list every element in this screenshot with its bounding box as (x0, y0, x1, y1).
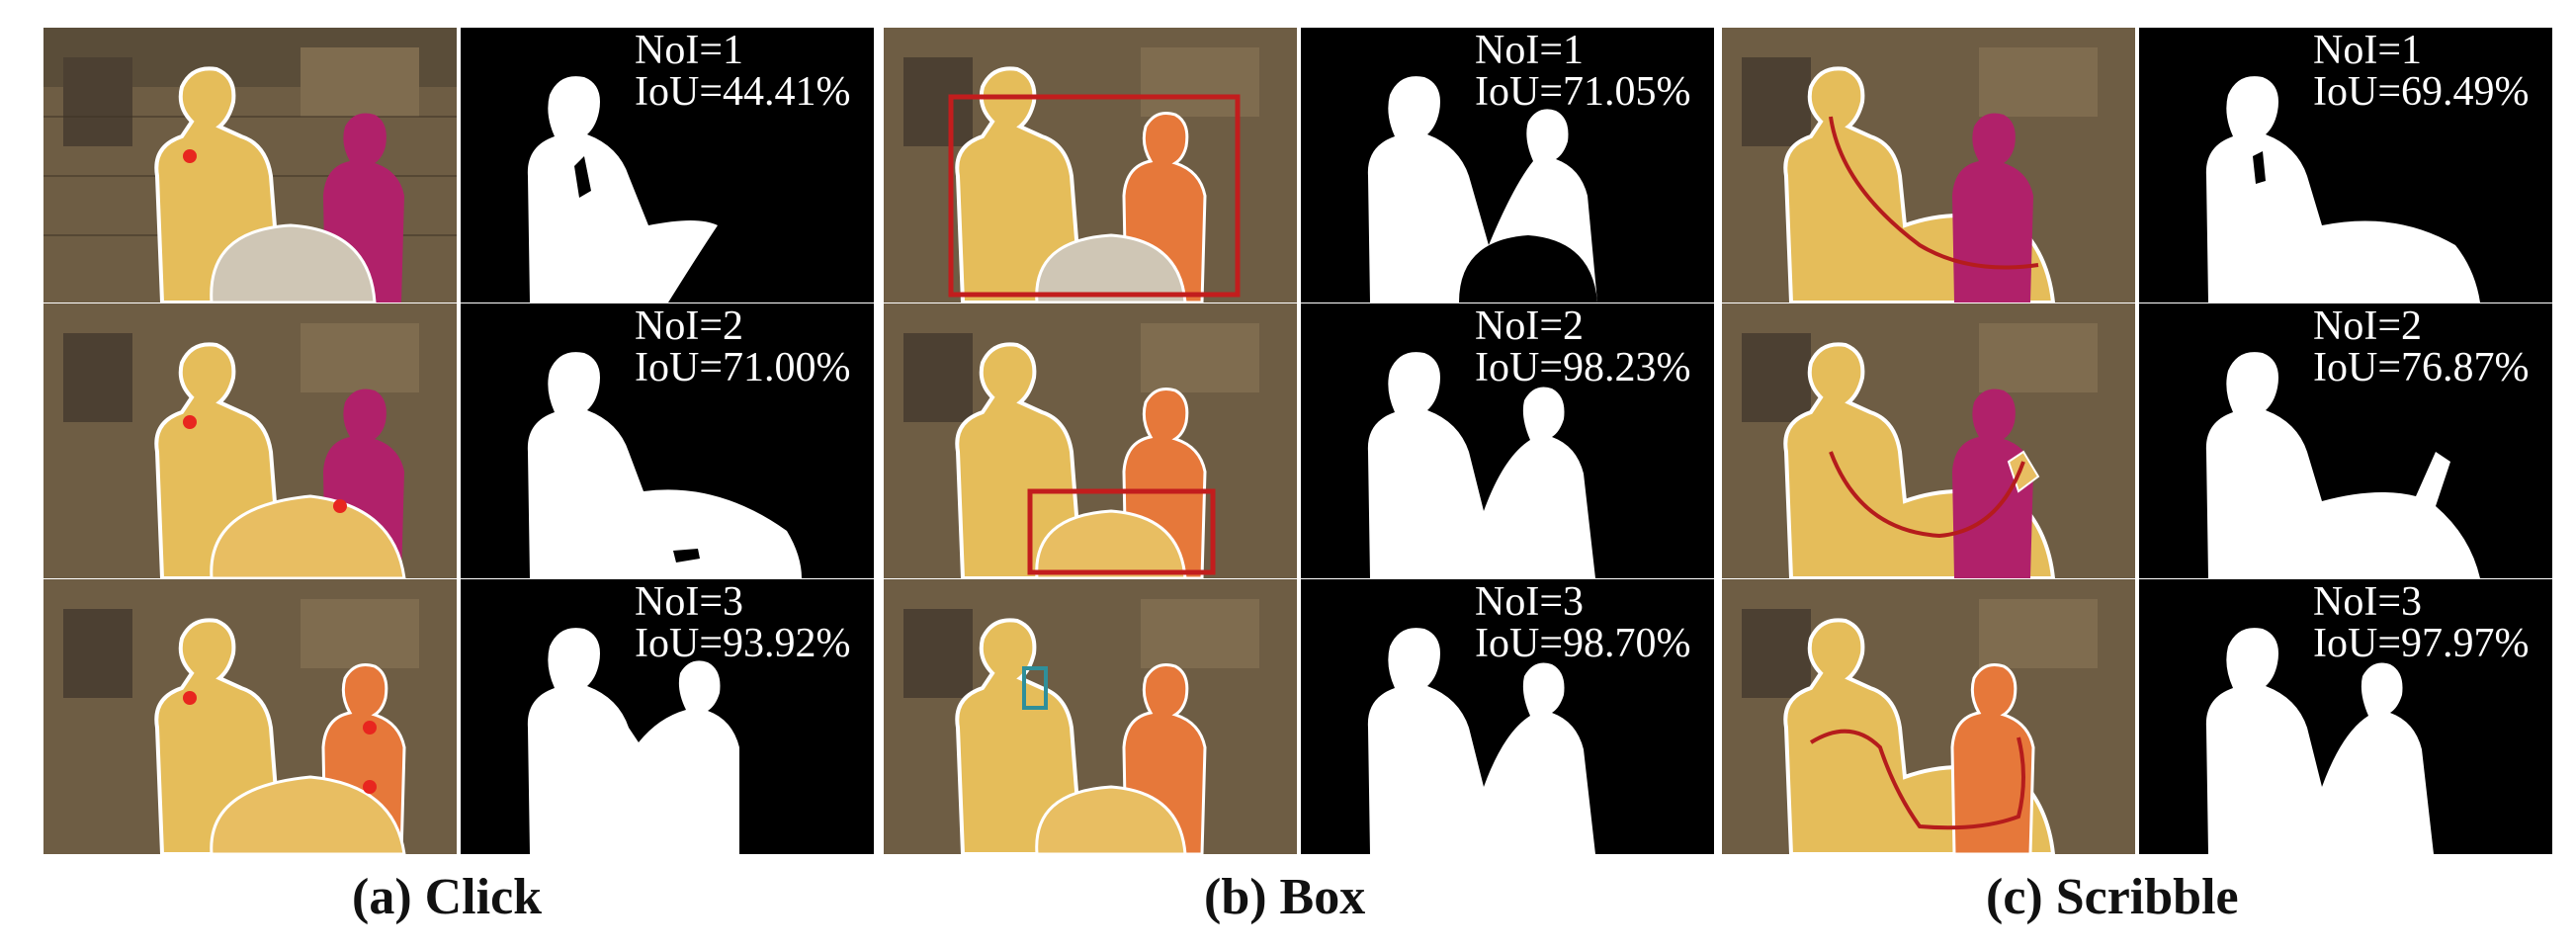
input-image (884, 28, 1297, 303)
row-noi-2: NoI=2 IoU=98.23% (884, 303, 1714, 578)
iou-label: IoU=98.70% (1475, 621, 1691, 666)
noi-label: NoI=1 (2313, 28, 2423, 73)
row-noi-3: NoI=3 IoU=98.70% (884, 579, 1714, 854)
row-noi-3: NoI=3 IoU=97.97% (1722, 579, 2552, 854)
iou-label: IoU=71.05% (1475, 69, 1691, 115)
caption-scribble: (c) Scribble (1986, 869, 2239, 925)
mask-result (461, 579, 874, 854)
iou-label: IoU=76.87% (2313, 345, 2530, 390)
mask-result (461, 28, 874, 303)
iou-label: IoU=69.49% (2313, 69, 2530, 115)
mask-result (2139, 579, 2552, 854)
noi-label: NoI=1 (635, 28, 744, 73)
row-noi-3: NoI=3 IoU=93.92% (43, 579, 874, 854)
iou-label: IoU=44.41% (635, 69, 851, 115)
input-image (1722, 28, 2135, 303)
noi-label: NoI=2 (1475, 303, 1585, 349)
noi-label: NoI=3 (635, 579, 744, 625)
caption-click: (a) Click (352, 869, 543, 925)
input-image (884, 303, 1297, 578)
mask-result (461, 303, 874, 578)
noi-label: NoI=3 (2313, 579, 2423, 625)
noi-label: NoI=2 (635, 303, 744, 349)
iou-label: IoU=71.00% (635, 345, 851, 390)
mask-result (1301, 303, 1714, 578)
noi-label: NoI=2 (2313, 303, 2423, 349)
caption-box: (b) Box (1204, 869, 1366, 925)
row-noi-1: NoI=1 IoU=69.49% (1722, 28, 2552, 303)
input-image (43, 579, 457, 854)
input-image (43, 303, 457, 578)
iou-label: IoU=97.97% (2313, 621, 2530, 666)
row-noi-2: NoI=2 IoU=76.87% (1722, 303, 2552, 578)
row-noi-1: NoI=1 IoU=71.05% (884, 28, 1714, 303)
panel-scribble: NoI=1 IoU=69.49% NoI=2 IoU=76.87% (1722, 28, 2552, 854)
mask-result (2139, 303, 2552, 578)
row-noi-2: NoI=2 IoU=71.00% (43, 303, 874, 578)
input-image (1722, 303, 2135, 578)
mask-result (1301, 28, 1714, 303)
noi-label: NoI=1 (1475, 28, 1585, 73)
panel-click: NoI=1 IoU=44.41% NoI=2 IoU=71.0 (43, 28, 874, 854)
iou-label: IoU=93.92% (635, 621, 851, 666)
noi-label: NoI=3 (1475, 579, 1585, 625)
input-image (1722, 579, 2135, 854)
panel-box: NoI=1 IoU=71.05% NoI=2 IoU=98.23% (884, 28, 1714, 854)
mask-result (1301, 579, 1714, 854)
input-image (43, 28, 457, 303)
mask-result (2139, 28, 2552, 303)
iou-label: IoU=98.23% (1475, 345, 1691, 390)
row-noi-1: NoI=1 IoU=44.41% (43, 28, 874, 303)
input-image (884, 579, 1297, 854)
